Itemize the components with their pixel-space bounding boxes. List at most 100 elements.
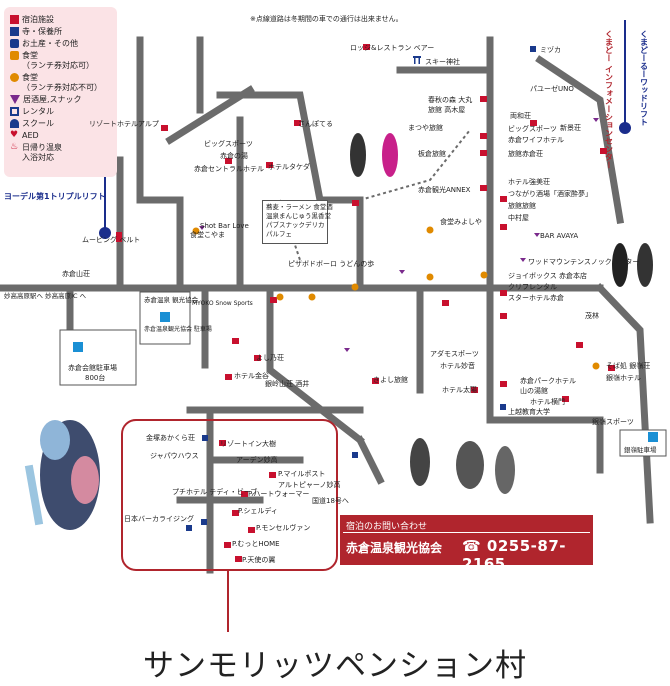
road-east-upper — [535, 55, 625, 225]
place-bigsports2: ビッグスポーツ — [508, 125, 557, 133]
legend-item-shrine: 寺・保養所 — [10, 27, 62, 37]
place-itakura: 板倉旅館 — [418, 150, 446, 158]
contact-divider — [343, 532, 590, 533]
contact-tel-number: 0255-87-2165 — [462, 537, 566, 573]
place-onsen-shokudo: 温泉まんじゅう黒香堂 — [266, 212, 331, 220]
legend-label: 日帰り温泉 — [22, 143, 62, 152]
place-p-wooma: P.ハートウォーマー — [248, 490, 310, 498]
skier-group-top — [350, 133, 398, 177]
place-kingdom: 金塚あかくら荘 — [146, 434, 195, 442]
contact-tel[interactable]: ☎ 0255-87-2165 — [462, 537, 593, 573]
legend-item-school: スクール — [10, 119, 54, 129]
place-akakura-yu: 赤倉の湯 — [220, 152, 248, 160]
place-paryu: パユーゼUNO — [530, 85, 574, 93]
page-title: サンモリッツペンション村 — [143, 648, 527, 684]
road-note: ※点線道路は冬期間の車での通行は出来ません。 — [250, 15, 403, 23]
parking-kanko-sub: 赤倉温泉観光協会 駐車場 — [144, 326, 212, 333]
contact-header: 宿泊のお問い合わせ — [346, 522, 428, 532]
rental-icon — [10, 107, 19, 116]
place-soba: そば処 銀嶺荘 — [606, 362, 651, 370]
place-joetsu: 上越教育大学 — [508, 408, 550, 416]
legend-sublabel: （ランチ券対応可） — [22, 61, 94, 70]
place-route18: 国道18号へ — [312, 497, 349, 505]
place-mourin: 茂林 — [585, 312, 599, 320]
place-akakura-central: 赤倉セントラルホテル — [194, 165, 264, 173]
place-petite: プチホテル テディ・ビーブ — [172, 488, 258, 496]
place-hotel-wakabayashi: ホテル妙音 — [440, 362, 475, 370]
place-ginrin: 銀岭山荘 酒井 — [265, 380, 310, 388]
place-pub-nakaji: パブスナックデリカ — [266, 221, 325, 229]
place-soba-ramen: 蕎麦・ラーメン 食堂酒 — [266, 203, 333, 211]
place-arden: アーデン妙高 — [236, 456, 278, 464]
parking-ginrei-label: 銀嶺駐車場 — [624, 446, 657, 454]
place-lodge: ロッジ&レストラン ベアー — [350, 44, 435, 52]
legend-sublabel: （ランチ券対応不可） — [22, 83, 102, 92]
skier-group-left — [24, 420, 100, 530]
place-pizza: ピザボドボーロ うどんの歩 — [288, 260, 375, 268]
aed-icon: ♥ — [10, 130, 19, 140]
place-ryokan-kobe: 旅館旅館 — [508, 202, 536, 210]
parking-signs — [59, 291, 667, 457]
place-resort-in: リゾートイン大樹 — [220, 440, 276, 448]
info-center-label: くまどー インフォメーションセンター — [604, 30, 614, 169]
parking-kanko-label: 赤倉温泉 観光協会 — [144, 296, 199, 304]
place-myoko: MYOKO Snow Sports — [192, 300, 253, 307]
road-pension-branch — [176, 456, 304, 504]
place-hotel-kanaya: ホテル金谷 — [234, 372, 269, 380]
legend-label: 居酒屋,スナック — [23, 95, 82, 104]
place-akakura-yowaite: 赤倉ワイフホテル — [508, 136, 564, 144]
place-matsuya: まつや旅館 — [408, 124, 443, 132]
legend-item-aed: ♥AED — [10, 131, 39, 141]
legend-label: スクール — [22, 119, 54, 128]
road-near-river — [355, 435, 385, 485]
place-yoshino: よし乃荘 — [256, 354, 284, 362]
parking-akakura-label: 赤倉会館駐車場 — [68, 364, 117, 372]
place-tsunagari: つながり酒場「酒家酔夢」 — [508, 190, 592, 198]
place-soba-miyoshi: 食堂みよしや — [440, 218, 482, 226]
legend-label: 寺・保養所 — [22, 27, 62, 36]
shrine-icon — [10, 27, 19, 36]
place-resort-alps: リゾートホテルアルプ — [89, 120, 159, 128]
legend-item-shop: お土産・その他 — [10, 39, 78, 49]
legend-label: 食堂 — [22, 51, 38, 60]
onsen-icon: ♨ — [10, 142, 19, 152]
place-akakura-ichiba: 赤倉山荘 — [62, 270, 90, 278]
legend-label: AED — [22, 131, 39, 140]
skier-group-bottom — [410, 438, 515, 494]
place-ryokan-kohan: 旅館 高木屋 — [428, 106, 466, 114]
place-sanhotaru: さんぽてる — [298, 120, 333, 128]
place-ginrei-sports: 銀嶺スポーツ — [592, 418, 634, 426]
place-p-monte: P.モンセルヴァン — [256, 524, 311, 532]
place-ryokan-akakura: 旅館赤倉荘 — [508, 150, 543, 158]
place-rental-hunter: ワッドマウンテンスノックハンター — [528, 258, 640, 266]
place-alto: アルトピャーノ妙高 — [278, 481, 341, 489]
moving-belt-label: ムービング ベルト — [82, 236, 141, 244]
place-parfe: パルフェ — [266, 230, 292, 238]
lift-label-left: ヨーデル第1トリプルリフト — [4, 192, 106, 201]
place-akakura-park: 赤倉パークホテル — [520, 377, 576, 385]
place-hotel-takeda: ホテルタケダ — [268, 163, 310, 171]
place-yama-no-yu: 山の湯館 — [520, 387, 548, 395]
lodging-markers — [161, 44, 615, 562]
place-nihon-biker: 日本バーカライジング — [124, 515, 194, 523]
lift-stations — [99, 122, 631, 242]
legend-item-onsen: ♨日帰り温泉入浴対応 — [10, 143, 62, 163]
place-cliffrental: クリフレンタル — [508, 283, 557, 291]
lodging-icon — [10, 15, 19, 24]
place-annex: 赤倉観光ANNEX — [418, 186, 471, 194]
legend-label: レンタル — [22, 107, 54, 116]
pension-village-outline — [121, 419, 338, 571]
place-nakamura: 中村屋 — [508, 214, 529, 222]
road-upper-left — [136, 36, 184, 292]
shop-list-box — [262, 200, 328, 244]
place-hotel-kyo: ホテル強美荘 — [508, 178, 550, 186]
contact-org: 赤倉温泉観光協会 — [346, 541, 443, 555]
place-ginrei: 銀嶺ホテル — [606, 374, 641, 382]
road-far-east — [595, 283, 654, 524]
dining-icon — [10, 51, 19, 60]
legend: 宿泊施設 寺・保養所 お土産・その他 食堂（ランチ券対応可） 食堂（ランチ券対応… — [4, 7, 117, 177]
place-mizka: ミヅカ — [540, 46, 561, 54]
place-shokudo-koyama: 食堂こやま — [190, 231, 225, 239]
place-route-myoko: 妙高高原駅へ 妙高高原IC へ — [4, 292, 87, 300]
place-shinkan: 新景荘 — [560, 124, 581, 132]
